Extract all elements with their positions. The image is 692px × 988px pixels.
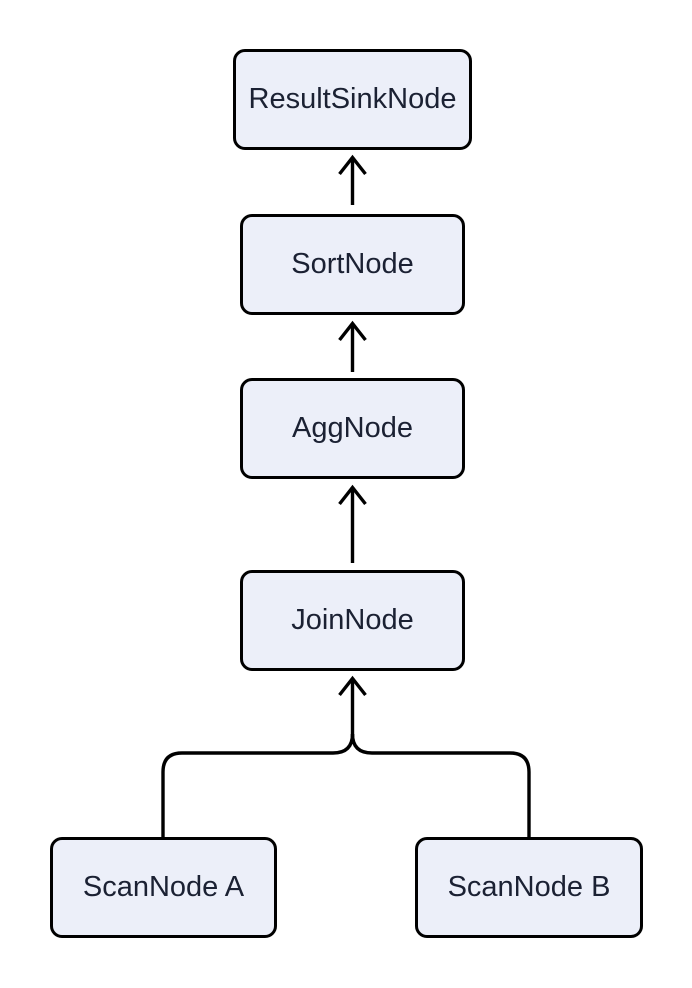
arrow-up-icon [338, 675, 367, 697]
node-scannode-b-label: ScanNode B [447, 871, 611, 903]
arrow-up-icon [338, 320, 367, 342]
node-scannode-a-label: ScanNode A [82, 871, 245, 903]
arrow-up-icon [338, 154, 367, 176]
node-sortnode-label: SortNode [291, 248, 414, 280]
arrow-up-icon [338, 484, 367, 506]
node-sortnode: SortNode [240, 214, 465, 315]
node-joinnode-label: JoinNode [291, 604, 414, 636]
node-scannode-b: ScanNode B [415, 837, 643, 938]
edge-scannode-b-to-joinnode [350, 733, 531, 838]
node-resultsinknode: ResultSinkNode [233, 49, 472, 150]
node-aggnode-label: AggNode [292, 412, 413, 444]
node-joinnode: JoinNode [240, 570, 465, 671]
node-resultsinknode-label: ResultSinkNode [248, 83, 457, 115]
node-scannode-a: ScanNode A [50, 837, 277, 938]
node-aggnode: AggNode [240, 378, 465, 479]
edge-scannode-a-to-joinnode [161, 733, 355, 838]
